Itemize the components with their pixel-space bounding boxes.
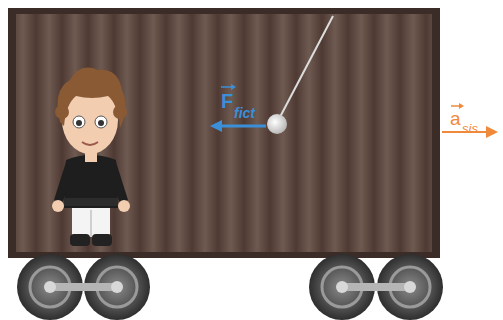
acceleration-symbol: a bbox=[450, 109, 461, 128]
pendulum-bob bbox=[267, 114, 287, 134]
force-arrow bbox=[210, 120, 266, 132]
wheels bbox=[17, 254, 443, 320]
pendulum-string bbox=[280, 16, 333, 117]
wagon-frame bbox=[8, 8, 440, 258]
vector-sign bbox=[221, 84, 236, 90]
force-symbol: F bbox=[221, 91, 233, 111]
passenger-figure bbox=[52, 68, 130, 246]
wagon-wall bbox=[16, 14, 432, 252]
acceleration-subscript: sis bbox=[462, 122, 478, 135]
force-subscript: fict bbox=[234, 106, 255, 120]
